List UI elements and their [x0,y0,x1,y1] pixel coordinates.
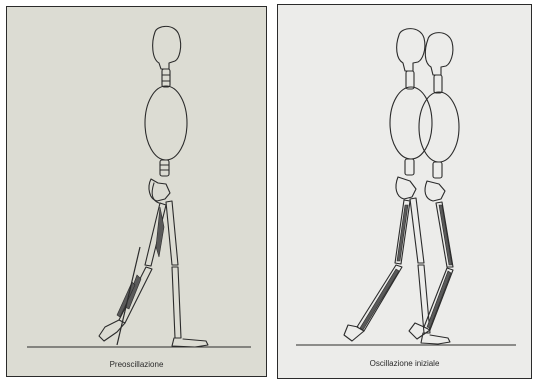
cervical-spine [162,69,170,87]
lumbar-spine-back [405,159,414,175]
cervical-spine-back [406,71,414,89]
front-foot-back [421,333,450,344]
skull [153,26,181,69]
front-foot [172,338,208,347]
rear-shank-shade [360,269,399,330]
cervical-spine-front [434,75,442,93]
caption-preswing: Preoscillazione [7,360,266,369]
force-vector-line [117,247,140,345]
pelvis-front [425,181,445,201]
lumbar-spine-front [433,162,442,178]
pelvis-back [396,177,416,199]
skull-back [397,29,425,71]
swing-shank-shade [427,271,451,328]
figure-panel-preswing: Preoscillazione [6,6,267,377]
figure-panel-initial-swing: Oscillazione iniziale [277,4,532,379]
front-shank-back [418,265,430,333]
caption-initial-swing: Oscillazione iniziale [278,359,531,368]
swing-foot [409,323,430,339]
skull-front [425,33,453,75]
skeleton-figure-initial-swing [278,5,532,379]
trunk [145,86,187,160]
trunk-front [419,92,459,162]
skeleton-figure-preswing [7,7,267,377]
trunk-back [390,87,432,159]
front-thigh-back [410,198,424,263]
lumbar-spine [160,160,169,176]
front-thigh [166,201,178,265]
rear-foot [99,320,125,341]
front-shank [172,267,181,338]
